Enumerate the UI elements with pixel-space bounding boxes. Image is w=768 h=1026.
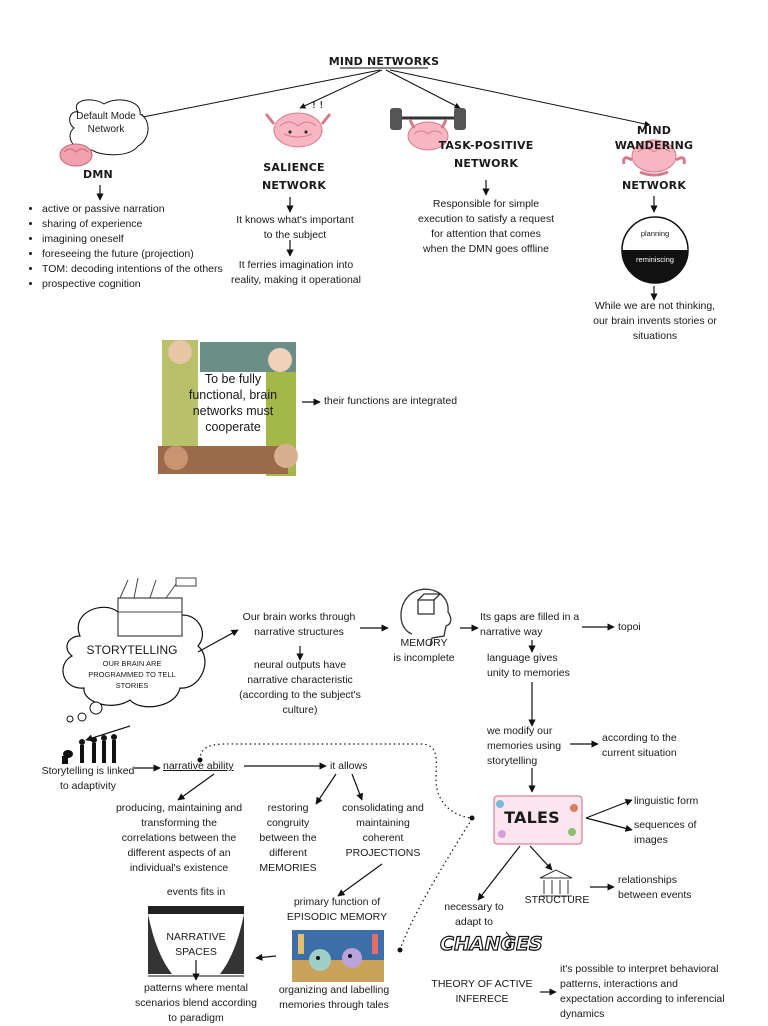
- consolidating-text: consolidating and maintaining coherent P…: [342, 802, 424, 859]
- salience-text-1: It knows what's important to the subject: [236, 214, 354, 241]
- list-item: sharing of experience: [42, 217, 232, 232]
- toolbox-icon: [117, 577, 197, 637]
- theater-curtain-icon: [148, 906, 244, 977]
- mind-wandering-label-2: NETWORK: [621, 179, 687, 192]
- narrative-structures-text: Our brain works through narrative struct…: [242, 611, 356, 638]
- storytelling-title: STORYTELLING: [86, 643, 178, 657]
- tales-title: TALES: [504, 808, 560, 827]
- mind-wandering-label-1: MIND WANDERING: [614, 124, 694, 152]
- narrative-ability-text: narrative ability: [163, 760, 234, 772]
- necessary-text: necessary to adapt to: [444, 901, 504, 928]
- mind-wandering-text: While we are not thinking, our brain inv…: [593, 300, 717, 342]
- organizing-text: organizing and labelling memories throug…: [278, 984, 390, 1011]
- planning-reminiscing-circle: [621, 216, 689, 284]
- list-item: foreseeing the future (projection): [42, 247, 232, 262]
- dmn-function-list: active or passive narration sharing of e…: [28, 202, 232, 292]
- storytelling-subtitle: OUR BRAIN ARE PROGRAMMED TO TELL STORIES: [88, 659, 176, 690]
- list-item: active or passive narration: [42, 202, 232, 217]
- salience-text-2: It ferries imagination into reality, mak…: [231, 259, 361, 286]
- narrative-spaces-label: NARRATIVE SPACES: [166, 931, 226, 958]
- list-item: prospective cognition: [42, 277, 232, 292]
- list-item: imagining oneself: [42, 232, 232, 247]
- patterns-text: patterns where mental scenarios blend ac…: [135, 982, 257, 1024]
- restoring-text: restoring congruity between the differen…: [259, 802, 317, 874]
- language-text: language gives unity to memories: [487, 652, 570, 679]
- memory-label: MEMORY: [400, 637, 448, 649]
- sequences-images-text: sequences of images: [634, 819, 697, 846]
- adaptivity-text: Storytelling is linked to adaptivity: [41, 765, 135, 792]
- evolution-icon: [62, 734, 117, 764]
- salience-label-2: NETWORK: [261, 179, 327, 192]
- task-positive-label-2: NETWORK: [453, 157, 519, 170]
- primary-function-text: primary function of EPISODIC MEMORY: [286, 896, 388, 923]
- structure-temple-icon: [539, 869, 573, 897]
- it-allows-text: it allows: [330, 760, 368, 772]
- tales-book-illustration: [493, 795, 583, 845]
- dmn-bubble-text: Default Mode Network: [76, 111, 136, 135]
- circle-top-label: planning: [640, 229, 670, 238]
- changes-logo: CHANGES: [439, 931, 543, 956]
- salience-label-1: SALIENCE: [263, 161, 325, 174]
- interpret-text: it's possible to interpret behavioral pa…: [560, 963, 725, 1020]
- gaps-text: Its gaps are filled in a narrative way: [480, 611, 580, 638]
- page-title: MIND NETWORKS: [328, 55, 440, 68]
- episodic-memory-image: [292, 930, 384, 982]
- brain-icon-salience: ! !: [264, 100, 332, 148]
- producing-text: producing, maintaining and transforming …: [115, 802, 243, 874]
- modify-memories-text: we modify our memories using storytellin…: [487, 725, 562, 767]
- task-positive-text: Responsible for simple execution to sati…: [418, 198, 554, 255]
- structure-label: STRUCTURE: [524, 894, 590, 906]
- events-fit-text: events fits in: [166, 886, 226, 898]
- brain-icon-dmn: [59, 143, 93, 167]
- brain-meditating-icon: [622, 139, 686, 177]
- theory-text: THEORY OF ACTIVE INFERECE: [431, 978, 533, 1005]
- neural-outputs-text: neural outputs have narrative characteri…: [239, 659, 361, 716]
- cooperating-hands-illustration: [158, 340, 298, 476]
- dmn-label: DMN: [83, 168, 113, 181]
- list-item: TOM: decoding intentions of the others: [42, 262, 232, 277]
- circle-bottom-label: reminiscing: [636, 255, 674, 264]
- cooperate-text: To be fully functional, brain networks m…: [188, 372, 278, 434]
- svg-text:CHANGES: CHANGES: [440, 933, 543, 955]
- relationships-text: relationships between events: [618, 874, 692, 901]
- head-memory-icon: [400, 588, 452, 647]
- current-situation-text: according to the current situation: [602, 732, 677, 759]
- memory-text: is incomplete: [393, 652, 455, 664]
- linguistic-form-text: linguistic form: [634, 795, 699, 807]
- brain-weightlifter-icon: [390, 108, 466, 151]
- topoi-text: topoi: [618, 621, 641, 633]
- task-positive-label-1: TASK-POSITIVE: [438, 139, 534, 152]
- svg-text:! !: ! !: [312, 100, 323, 111]
- integrated-text: their functions are integrated: [324, 395, 458, 407]
